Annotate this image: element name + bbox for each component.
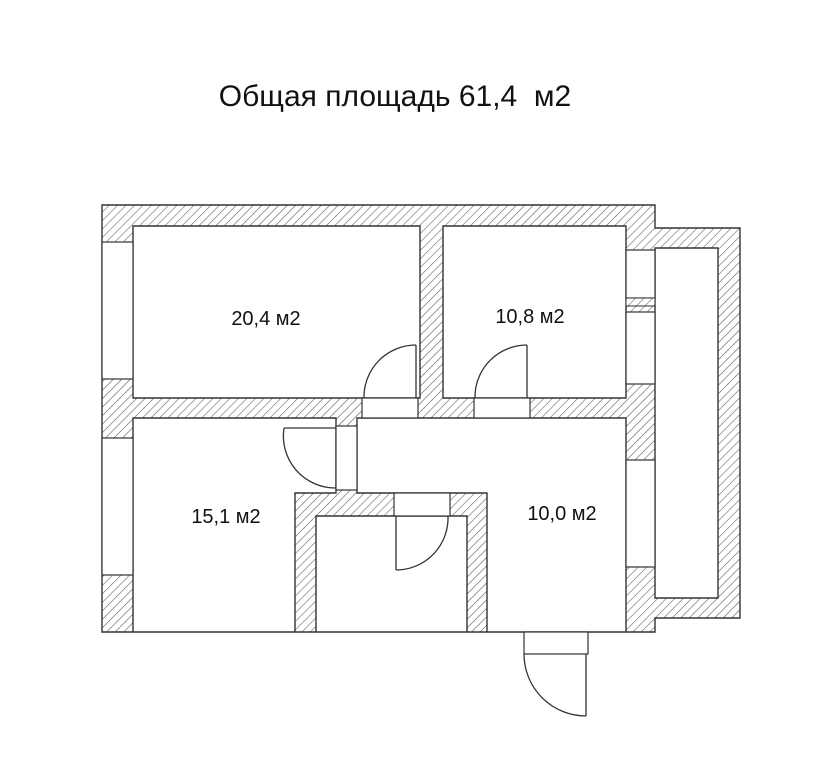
room-area-label: 10,0 м2: [527, 503, 596, 525]
door-entrance[interactable]: [523, 653, 587, 717]
windows: [101, 241, 656, 576]
door-room-left-bottom[interactable]: [282, 427, 337, 489]
window-mullion: [625, 297, 656, 307]
wall-mass: [101, 204, 741, 633]
door-room-small-top-right[interactable]: [474, 344, 528, 399]
room-area-label: 15,1 м2: [191, 506, 260, 528]
door-bathroom[interactable]: [395, 515, 449, 571]
door-room-large[interactable]: [363, 344, 417, 399]
door-swings: [282, 344, 587, 717]
room-area-label: 20,4 м2: [231, 308, 300, 330]
door-openings: [335, 397, 589, 655]
plan-title: Общая площадь 61,4 м2: [218, 80, 572, 113]
room-area-label: 10,8 м2: [495, 306, 564, 328]
